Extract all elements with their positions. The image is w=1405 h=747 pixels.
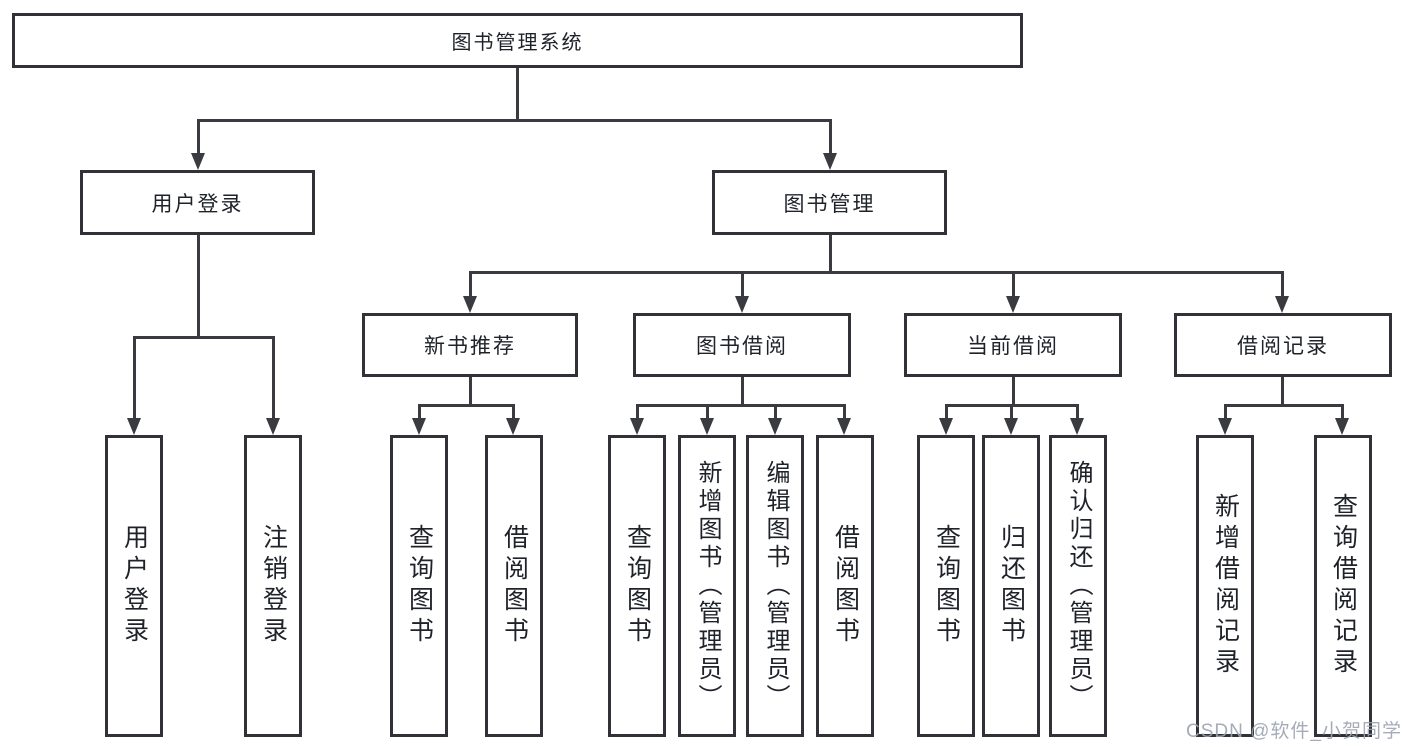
- node-book-borrow-label: 图书借阅: [696, 335, 788, 358]
- leaf-return-books: 归还图书: [982, 435, 1040, 737]
- leaf-add-books-admin: 新增图书（管理员）: [678, 435, 736, 737]
- arrow-down-icon: [1070, 418, 1084, 435]
- node-current-borrow-label: 当前借阅: [967, 335, 1059, 358]
- connector-line: [197, 119, 832, 122]
- leaf-query-books-2-label: 查询图书: [623, 524, 652, 648]
- leaf-edit-books-admin-label: 编辑图书（管理员）: [762, 460, 789, 712]
- arrow-down-icon: [463, 296, 477, 313]
- connector-line: [1224, 404, 1227, 420]
- arrow-down-icon: [1218, 418, 1232, 435]
- arrow-down-icon: [1006, 296, 1020, 313]
- watermark-text: CSDN @软件_小贺同学: [1186, 721, 1402, 742]
- leaf-add-borrow-record-label: 新增借阅记录: [1211, 493, 1240, 679]
- leaf-add-borrow-record: 新增借阅记录: [1196, 435, 1254, 737]
- connector-line: [133, 336, 275, 339]
- leaf-add-books-admin-label: 新增图书（管理员）: [694, 460, 721, 712]
- arrow-down-icon: [939, 418, 953, 435]
- leaf-user-login: 用户登录: [105, 435, 163, 737]
- arrow-down-icon: [735, 296, 749, 313]
- connector-line: [133, 336, 136, 420]
- connector-line: [1010, 404, 1013, 420]
- node-borrow-records: 借阅记录: [1174, 313, 1392, 377]
- arrow-down-icon: [1275, 296, 1289, 313]
- connector-line: [197, 235, 200, 338]
- leaf-user-login-label: 用户登录: [120, 524, 149, 648]
- connector-line: [1341, 404, 1344, 420]
- connector-line: [197, 119, 200, 155]
- leaf-borrow-books-1-label: 借阅图书: [500, 524, 529, 648]
- arrow-down-icon: [412, 418, 426, 435]
- connector-line: [741, 271, 744, 298]
- leaf-borrow-books-1: 借阅图书: [485, 435, 543, 737]
- node-book-management-label: 图书管理: [783, 192, 876, 216]
- leaf-logout-label: 注销登录: [259, 524, 288, 648]
- connector-line: [272, 336, 275, 420]
- connector-line: [1224, 404, 1344, 407]
- arrow-down-icon: [630, 418, 644, 435]
- connector-line: [418, 404, 421, 420]
- connector-line: [636, 404, 639, 420]
- connector-line: [1012, 271, 1015, 298]
- connector-line: [516, 68, 519, 121]
- leaf-query-books-1-label: 查询图书: [405, 524, 434, 648]
- connector-line: [945, 404, 948, 420]
- leaf-query-books-2: 查询图书: [608, 435, 666, 737]
- arrow-down-icon: [1335, 418, 1349, 435]
- connector-line: [706, 404, 709, 420]
- leaf-query-books-1: 查询图书: [390, 435, 448, 737]
- node-book-borrow: 图书借阅: [633, 313, 851, 377]
- connector-line: [1281, 377, 1284, 406]
- arrow-down-icon: [1004, 418, 1018, 435]
- connector-line: [469, 271, 1284, 274]
- connector-line: [741, 377, 744, 406]
- node-new-book-recommend-label: 新书推荐: [424, 335, 516, 358]
- arrow-down-icon: [266, 418, 280, 435]
- node-book-management: 图书管理: [712, 170, 947, 235]
- arrow-down-icon: [506, 418, 520, 435]
- arrow-down-icon: [127, 418, 141, 435]
- connector-line: [469, 271, 472, 298]
- arrow-down-icon: [768, 418, 782, 435]
- leaf-query-books-3: 查询图书: [917, 435, 975, 737]
- leaf-confirm-return-admin: 确认归还（管理员）: [1049, 435, 1107, 737]
- leaf-confirm-return-admin-label: 确认归还（管理员）: [1065, 460, 1092, 712]
- connector-line: [1012, 377, 1015, 406]
- leaf-query-borrow-record: 查询借阅记录: [1314, 435, 1372, 737]
- connector-line: [843, 404, 846, 420]
- connector-line: [418, 404, 515, 407]
- node-current-borrow: 当前借阅: [904, 313, 1122, 377]
- leaf-borrow-books-2: 借阅图书: [816, 435, 874, 737]
- connector-line: [512, 404, 515, 420]
- arrow-down-icon: [823, 153, 837, 170]
- leaf-query-borrow-record-label: 查询借阅记录: [1329, 493, 1358, 679]
- node-new-book-recommend: 新书推荐: [362, 313, 578, 377]
- connector-line: [774, 404, 777, 420]
- connector-line: [1076, 404, 1079, 420]
- connector-line: [829, 235, 832, 274]
- node-borrow-records-label: 借阅记录: [1237, 335, 1329, 358]
- node-root-label: 图书管理系统: [451, 32, 584, 54]
- connector-line: [636, 404, 846, 407]
- leaf-logout: 注销登录: [244, 435, 302, 737]
- leaf-return-books-label: 归还图书: [997, 524, 1026, 648]
- node-user-login: 用户登录: [80, 170, 315, 235]
- connector-line: [1281, 271, 1284, 298]
- connector-line: [469, 377, 472, 406]
- connector-line: [829, 119, 832, 155]
- node-root: 图书管理系统: [12, 13, 1023, 68]
- node-user-login-label: 用户登录: [151, 192, 244, 216]
- arrow-down-icon: [700, 418, 714, 435]
- arrow-down-icon: [837, 418, 851, 435]
- leaf-borrow-books-2-label: 借阅图书: [831, 524, 860, 648]
- leaf-edit-books-admin: 编辑图书（管理员）: [746, 435, 804, 737]
- leaf-query-books-3-label: 查询图书: [932, 524, 961, 648]
- arrow-down-icon: [191, 153, 205, 170]
